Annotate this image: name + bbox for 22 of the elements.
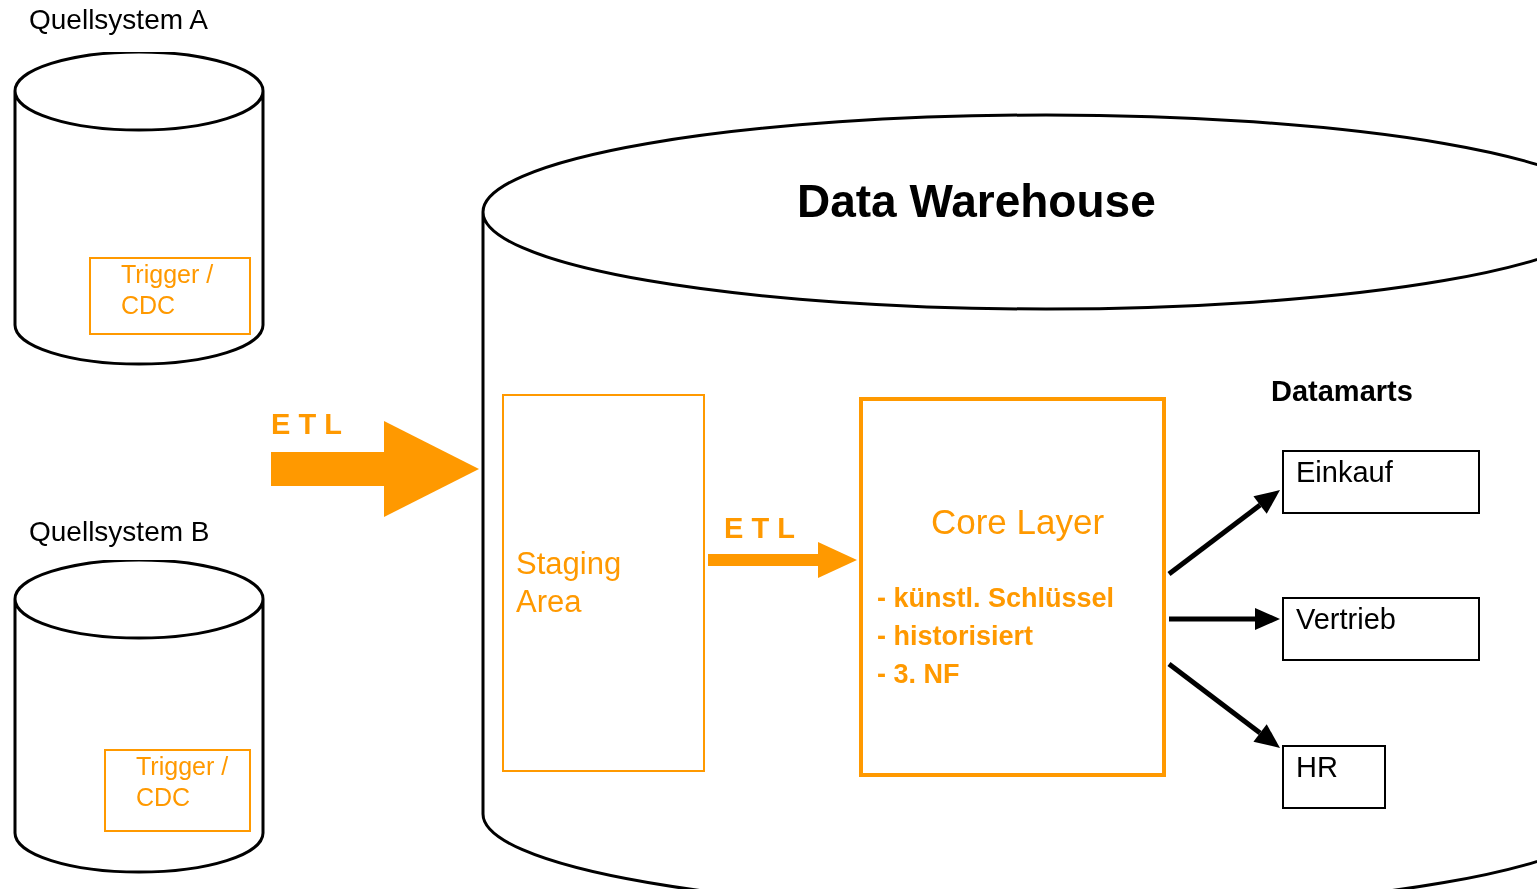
feature-item: - 3. NF bbox=[877, 658, 961, 691]
feature-item: - historisiert bbox=[877, 620, 1035, 653]
arrow bbox=[708, 542, 857, 578]
system-heading: Quellsystem A bbox=[29, 3, 208, 37]
warehouse-title: Data Warehouse bbox=[797, 174, 1156, 229]
datamart-box: HR bbox=[1282, 745, 1386, 809]
staging-label: Staging Area bbox=[516, 545, 623, 621]
edge-label: E T L bbox=[724, 511, 795, 546]
system-heading: Quellsystem B bbox=[29, 515, 210, 549]
datamart-box: Einkauf bbox=[1282, 450, 1480, 514]
core-layer-box bbox=[859, 397, 1166, 777]
arrow bbox=[1167, 662, 1280, 748]
core-layer-title: Core Layer bbox=[930, 501, 1105, 543]
arrow bbox=[1167, 490, 1280, 576]
arrow bbox=[1169, 608, 1280, 630]
trigger-box: Trigger / CDC bbox=[104, 749, 251, 832]
datamart-box: Vertrieb bbox=[1282, 597, 1480, 661]
feature-item: - künstl. Schlüssel bbox=[877, 582, 1116, 615]
edge-label: E T L bbox=[271, 407, 342, 442]
trigger-box: Trigger / CDC bbox=[89, 257, 251, 335]
arrow bbox=[271, 421, 479, 517]
section-heading: Datamarts bbox=[1271, 374, 1413, 409]
